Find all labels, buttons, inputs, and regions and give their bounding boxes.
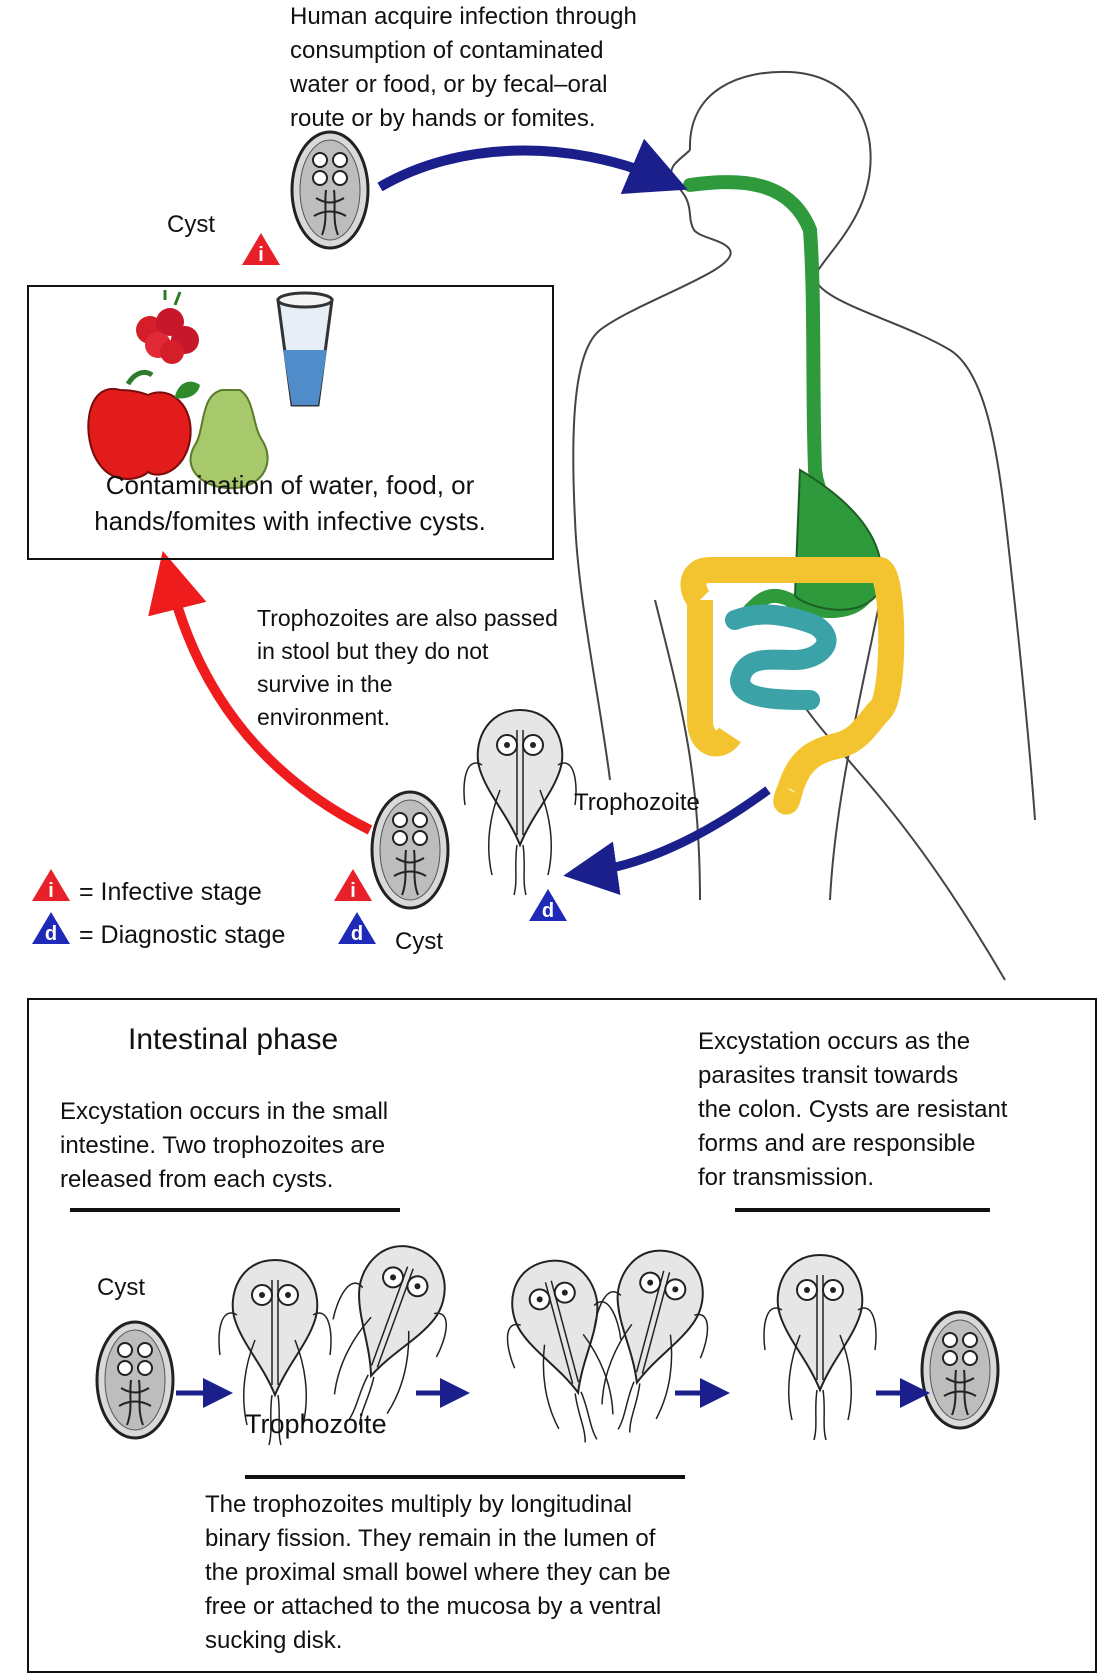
cyst-label: Cyst	[167, 211, 215, 238]
diagnostic-badge	[32, 912, 70, 944]
contamination-arrow	[148, 550, 373, 835]
cyst-icon	[290, 130, 370, 250]
infection-text: Human acquire infection through consumpt…	[290, 3, 637, 132]
fission-text: The trophozoites multiply by longitudina…	[205, 1491, 671, 1654]
badge-letter: d	[45, 923, 57, 945]
badge-letter: i	[350, 880, 356, 902]
ingestion-arrow	[377, 138, 688, 194]
cyst-label: Cyst	[395, 928, 443, 955]
legend-diagnostic: = Diagnostic stage	[79, 921, 286, 949]
contamination-box	[27, 285, 554, 560]
apple-icon	[87, 369, 192, 480]
cyst-label: Cyst	[97, 1274, 145, 1301]
contamination-text: Contamination of water, food, or hands/f…	[94, 470, 486, 536]
trophozoite-label: Trophozoite	[574, 789, 700, 816]
digestive-tract-icon	[680, 175, 905, 815]
trophozoite-icon	[462, 709, 578, 896]
excystation-small-text: Excystation occurs in the small intestin…	[60, 1098, 389, 1193]
badge-letter: i	[258, 244, 264, 266]
excretion-arrow	[563, 786, 771, 895]
infective-badge	[242, 233, 280, 265]
stool-text: Trophozoites are also passed in stool bu…	[257, 605, 558, 730]
intestinal-phase-box	[27, 998, 1097, 1673]
pear-icon	[175, 381, 269, 490]
legend-infective: = Infective stage	[79, 878, 262, 906]
trophozoite-label: Trophozoite	[245, 1409, 387, 1439]
badge-letter: d	[351, 923, 363, 945]
water-glass-icon	[276, 291, 334, 407]
infective-badge	[32, 869, 70, 901]
badge-letter: d	[542, 900, 554, 922]
infective-badge	[334, 869, 372, 901]
badge-letter: i	[48, 880, 54, 902]
excystation-colon-text: Excystation occurs as the parasites tran…	[698, 1028, 1008, 1191]
cyst-icon	[370, 790, 450, 910]
diagnostic-badge	[529, 889, 567, 921]
diagnostic-badge	[338, 912, 376, 944]
intestinal-phase-title: Intestinal phase	[128, 1023, 339, 1056]
raspberry-icon	[136, 290, 199, 364]
